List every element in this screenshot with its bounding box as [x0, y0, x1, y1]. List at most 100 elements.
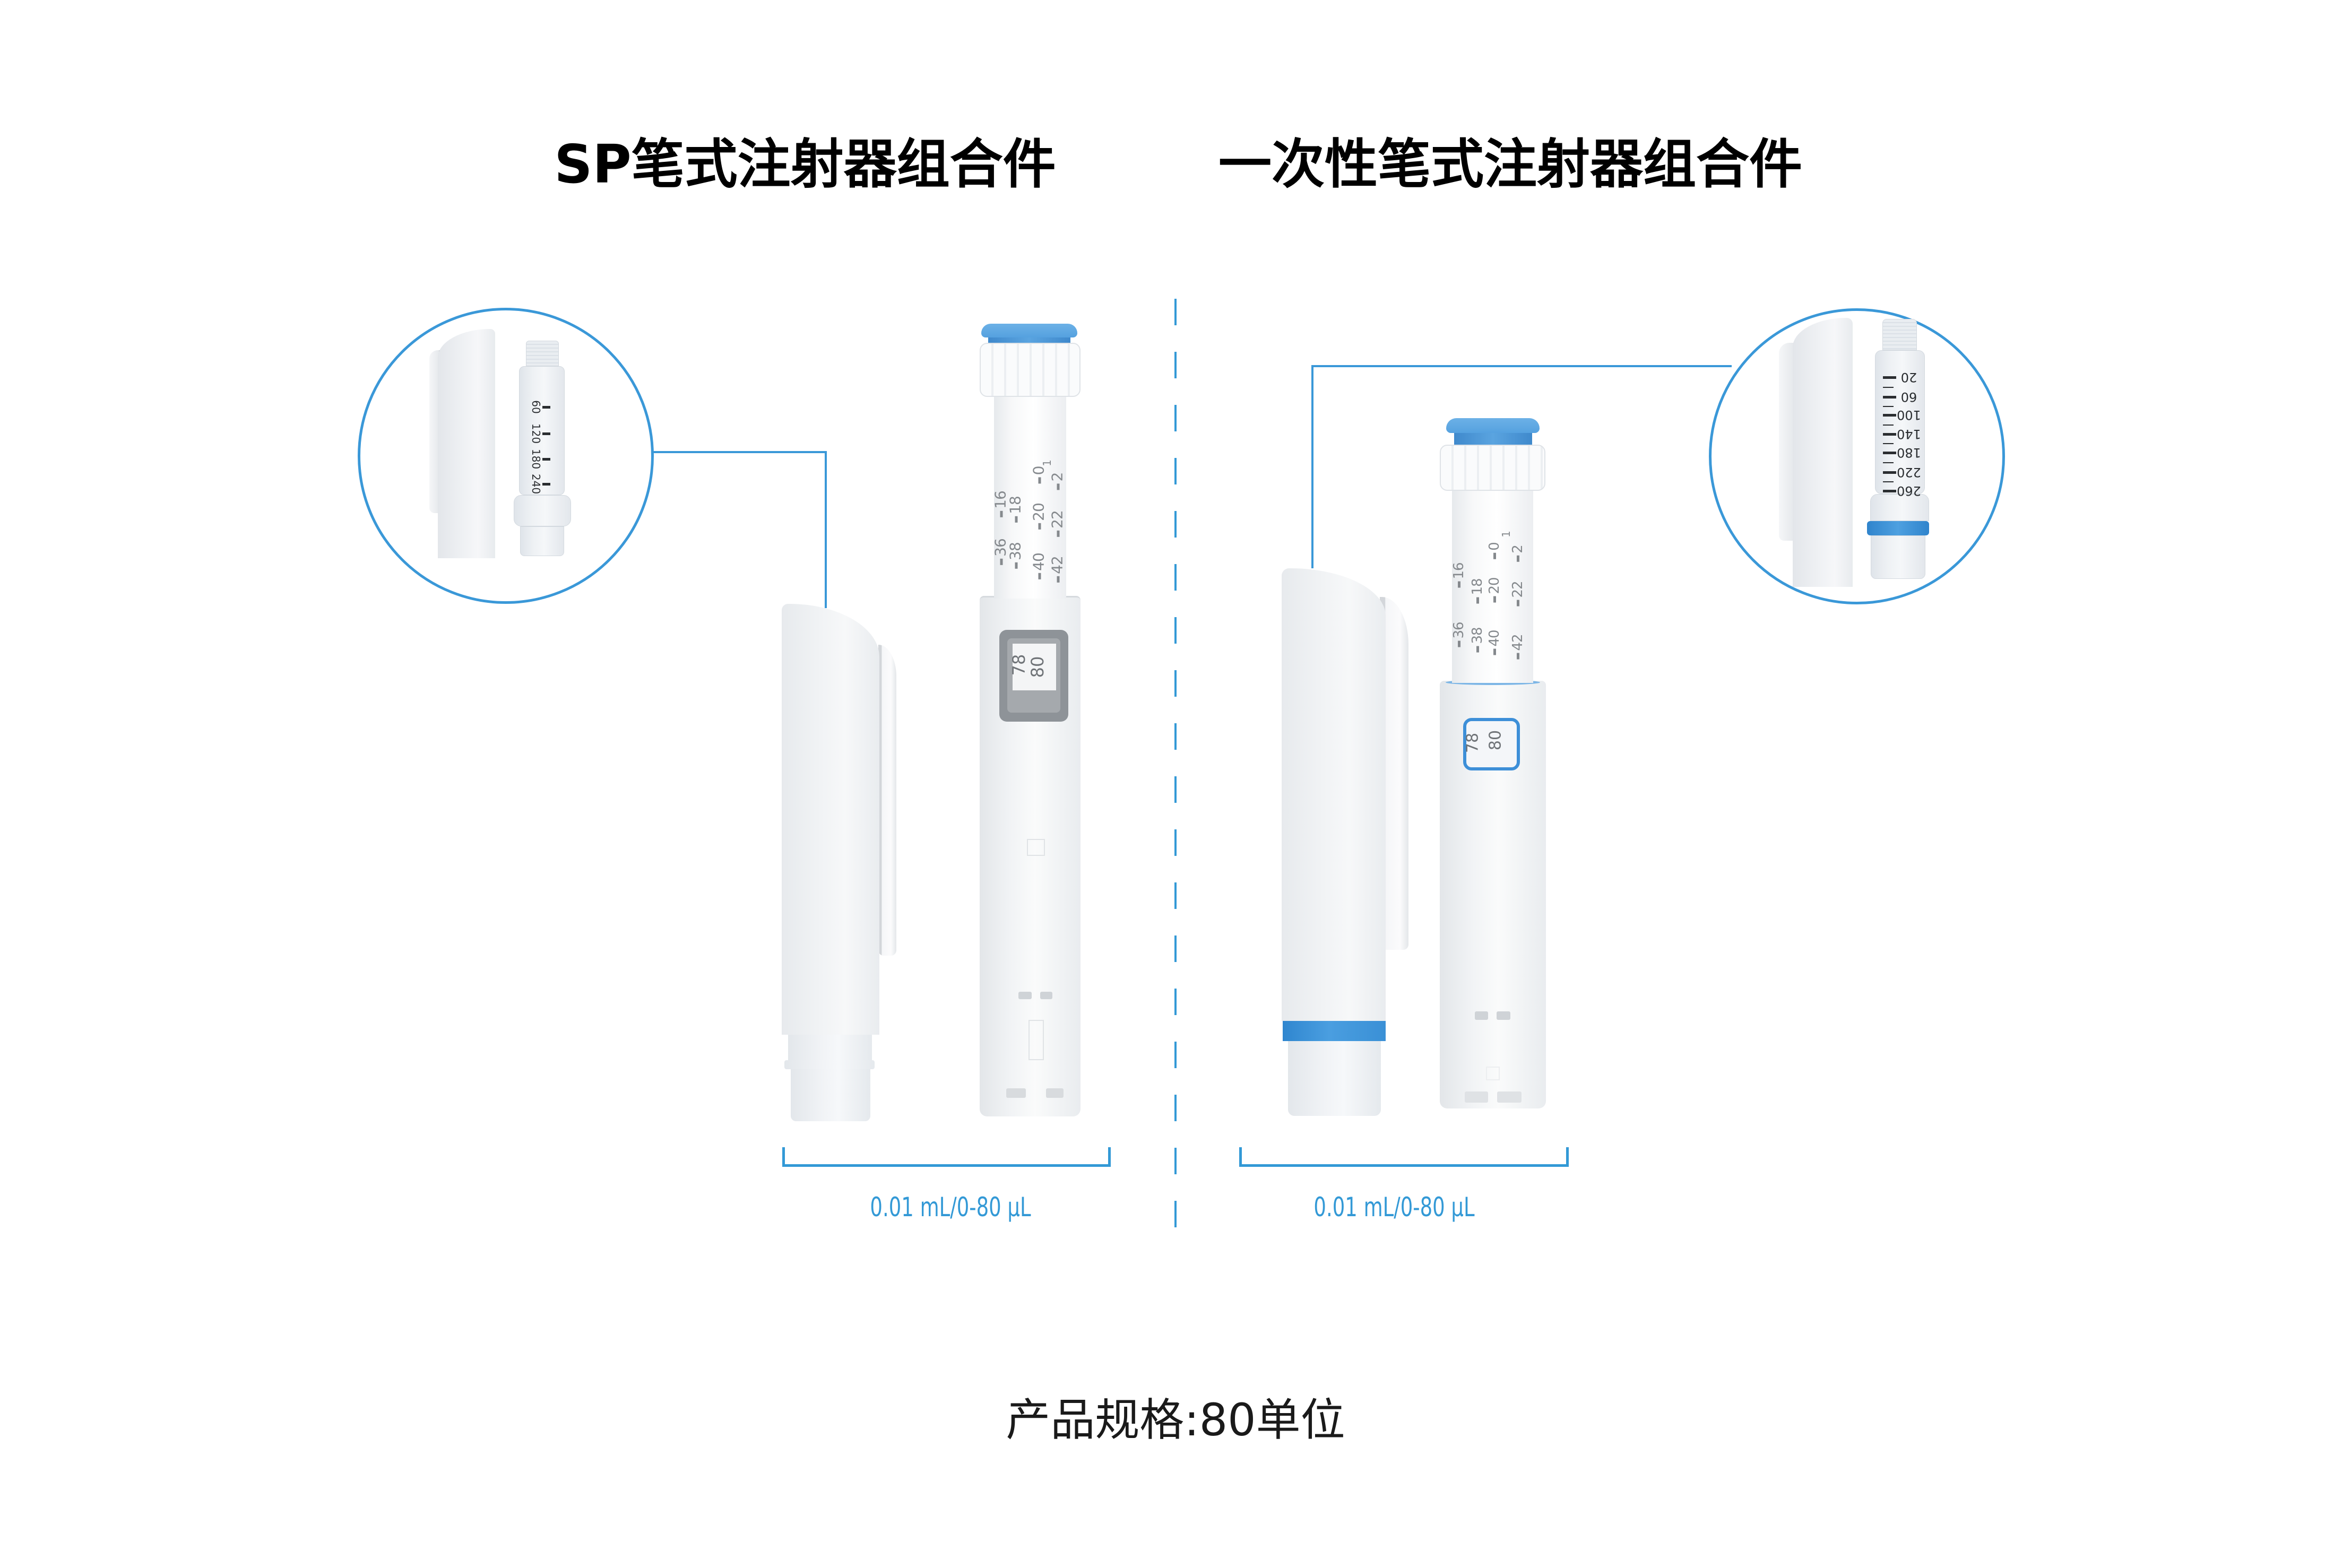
cartridge-scale-tick — [542, 458, 550, 461]
cartridge-scale-label: 240 — [530, 473, 542, 495]
cartridge-scale-tick — [1883, 490, 1896, 492]
dose-reading: 78 — [1009, 654, 1029, 676]
pen-clip — [878, 645, 896, 956]
cartridge-scale-label: 60 — [530, 400, 542, 414]
dial-label: 42 — [1510, 634, 1526, 659]
cap-nozzle-ring — [784, 1060, 875, 1069]
cartridge-scale-tick — [1883, 414, 1896, 417]
dial-label: 36 — [1451, 622, 1467, 647]
dial-label: 22 — [1049, 510, 1066, 537]
cartridge-scale-label: 180 — [1897, 445, 1921, 460]
body-slot — [1018, 992, 1032, 999]
dose-window — [1463, 718, 1520, 770]
detail-circle — [358, 308, 654, 604]
cartridge-scale-tick — [542, 483, 550, 486]
cap-nozzle — [1288, 1041, 1381, 1116]
connector-line-vertical — [825, 451, 827, 608]
body-marking-rect — [1028, 1020, 1044, 1060]
cartridge-scale-label: 140 — [1897, 427, 1921, 441]
dial-label: 0 — [1030, 466, 1048, 484]
cartridge-scale-label: 260 — [1897, 483, 1921, 498]
dashed-divider — [1174, 299, 1177, 1227]
cartridge-scale-label: 60 — [1900, 389, 1917, 404]
cartridge-base — [520, 526, 564, 556]
dimension-bracket — [1239, 1147, 1569, 1167]
dial-collar — [980, 343, 1081, 397]
dose-reading: 80 — [1486, 730, 1505, 751]
dose-reading: 78 — [1463, 732, 1482, 753]
dial-label: 40 — [1486, 630, 1502, 655]
detail-callout-disposable: 20 60 100 140 180 220 260 — [1709, 308, 2005, 604]
cartridge-scale-minor-tick — [1883, 462, 1894, 463]
cartridge-scale-minor-tick — [1883, 387, 1894, 388]
dose-window-display — [1013, 644, 1056, 690]
product-title-disposable: 一次性笔式注射器组合件 — [1218, 133, 1802, 195]
dial-label: 0 — [1486, 542, 1502, 559]
cap-detail — [1793, 318, 1853, 587]
cartridge-scale-label: 20 — [1900, 370, 1917, 385]
cartridge-scale-minor-tick — [1883, 443, 1894, 444]
dose-knob — [981, 324, 1077, 337]
cartridge-scale-label: 120 — [530, 423, 542, 444]
dial-collar — [1440, 445, 1545, 491]
cartridge-lower — [1870, 494, 1929, 521]
dial-label: 40 — [1030, 553, 1048, 579]
dial-label: 20 — [1030, 503, 1048, 530]
body-marking-square — [1486, 1067, 1500, 1080]
pen-cap — [782, 604, 879, 1035]
cartridge-scale-minor-tick — [1883, 406, 1894, 407]
body-slot — [1046, 1088, 1064, 1098]
cartridge-scale-tick — [1883, 471, 1896, 474]
dial-label: 38 — [1470, 627, 1485, 652]
dimension-bracket — [782, 1147, 1111, 1167]
cartridge-scale-label: 180 — [530, 448, 542, 470]
dose-reading: 80 — [1027, 656, 1048, 678]
detail-callout-sp: 60 120 180 240 — [358, 308, 654, 604]
cartridge-scale-tick — [1883, 376, 1896, 379]
dial-label: 22 — [1510, 581, 1526, 606]
spec-label: 0.01 mL/0-80 μL — [1313, 1192, 1475, 1223]
cartridge-base — [1871, 535, 1925, 579]
body-slot — [1465, 1091, 1488, 1103]
body-slot — [1497, 1091, 1522, 1103]
cartridge-body — [1875, 350, 1925, 494]
dial-label: 2 — [1510, 545, 1526, 562]
cap-blue-ring — [1283, 1021, 1386, 1041]
product-title-sp: SP笔式注射器组合件 — [554, 133, 1056, 195]
cap-nozzle-top — [788, 1035, 872, 1061]
cartridge-thread — [526, 341, 559, 366]
cartridge-body — [519, 366, 565, 495]
connector-line-horizontal — [1311, 365, 1732, 367]
cap-nozzle-base — [791, 1069, 870, 1121]
cartridge-scale-tick — [1883, 452, 1896, 454]
connector-line-vertical — [1311, 365, 1313, 568]
dial-label: 20 — [1486, 577, 1502, 602]
spec-label: 0.01 mL/0-80 μL — [870, 1192, 1031, 1223]
cartridge-scale-tick — [542, 432, 550, 435]
cartridge-scale-minor-tick — [1883, 481, 1894, 482]
dial-label: 2 — [1049, 473, 1066, 490]
cartridge-scale-tick — [542, 406, 550, 409]
body-marking-square — [1027, 839, 1045, 856]
dial-label: 42 — [1049, 556, 1066, 583]
cap-detail — [438, 329, 495, 558]
dial-label: 18 — [1007, 496, 1024, 523]
pen-cap — [1282, 568, 1386, 1021]
dial-label: 1 — [1500, 531, 1512, 538]
cartridge-scale-tick — [1883, 396, 1896, 399]
cartridge-scale-label: 100 — [1897, 408, 1921, 422]
dial-label: 18 — [1470, 578, 1485, 603]
cartridge-scale-minor-tick — [1883, 425, 1894, 426]
dose-knob — [1446, 418, 1540, 433]
body-slot — [1475, 1011, 1488, 1020]
body-slot — [1040, 992, 1052, 999]
detail-circle — [1709, 308, 2005, 604]
cartridge-thread — [1882, 319, 1917, 350]
cartridge-scale-label: 220 — [1897, 465, 1921, 480]
product-spec-footer: 产品规格:80单位 — [1006, 1394, 1345, 1446]
connector-line-horizontal — [653, 451, 827, 453]
dial-label: 38 — [1007, 542, 1024, 569]
dial-label: 16 — [1451, 562, 1467, 587]
dial-label: 1 — [1041, 460, 1053, 466]
body-slot — [1006, 1088, 1026, 1098]
